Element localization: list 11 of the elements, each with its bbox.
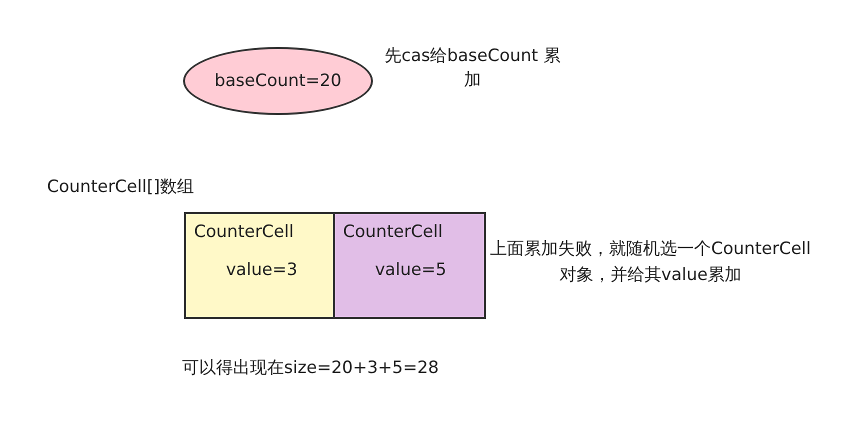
- cell-title: CounterCell: [343, 222, 443, 242]
- cell-title: CounterCell: [194, 222, 294, 242]
- note-text: 上面累加失败，就随机选一个CounterCell对象，并给其value累加: [489, 238, 812, 287]
- ellipse-node: baseCount=20: [183, 47, 373, 115]
- array-cell: [184, 212, 335, 319]
- note-text: 先cas给baseCount 累加: [383, 45, 562, 92]
- array-heading: CounterCell[]数组: [47, 176, 194, 198]
- cell-value: value=3: [226, 260, 298, 280]
- note-text: 可以得出现在size=20+3+5=28: [182, 357, 439, 379]
- cell-value: value=5: [375, 260, 446, 280]
- array-cell: [333, 212, 486, 319]
